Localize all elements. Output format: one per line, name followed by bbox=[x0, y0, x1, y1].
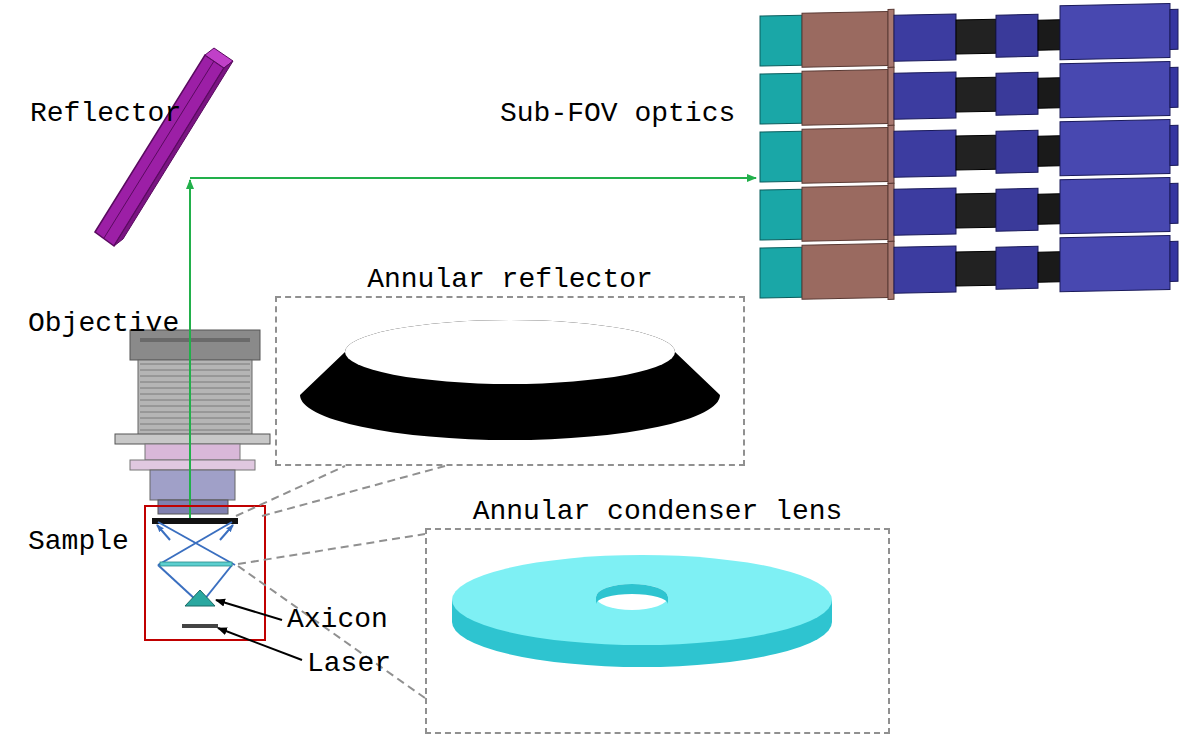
reflector-mirror bbox=[95, 48, 233, 246]
dashed-frame bbox=[275, 296, 745, 466]
objective-lens bbox=[115, 330, 270, 514]
callout-box: Annular reflector bbox=[275, 264, 745, 466]
part-label: Sample bbox=[28, 526, 129, 558]
part-label: Sub-FOV optics bbox=[500, 98, 735, 130]
annular-reflector-ring bbox=[300, 320, 720, 440]
dashed-frame bbox=[425, 528, 890, 734]
sample-region-box bbox=[145, 506, 265, 640]
part-label: Reflector bbox=[30, 98, 181, 130]
callout-heading: Annular reflector bbox=[275, 264, 745, 296]
part-label: Laser bbox=[307, 648, 391, 680]
annular-condenser-disk bbox=[452, 555, 832, 667]
part-label: Axicon bbox=[287, 604, 388, 636]
callout-heading: Annular condenser lens bbox=[425, 496, 890, 528]
sub-fov-camera-array bbox=[760, 3, 1178, 302]
part-label: Objective bbox=[28, 308, 179, 340]
sample-illumination bbox=[152, 518, 238, 628]
callout-box: Annular condenser lens bbox=[425, 496, 890, 734]
